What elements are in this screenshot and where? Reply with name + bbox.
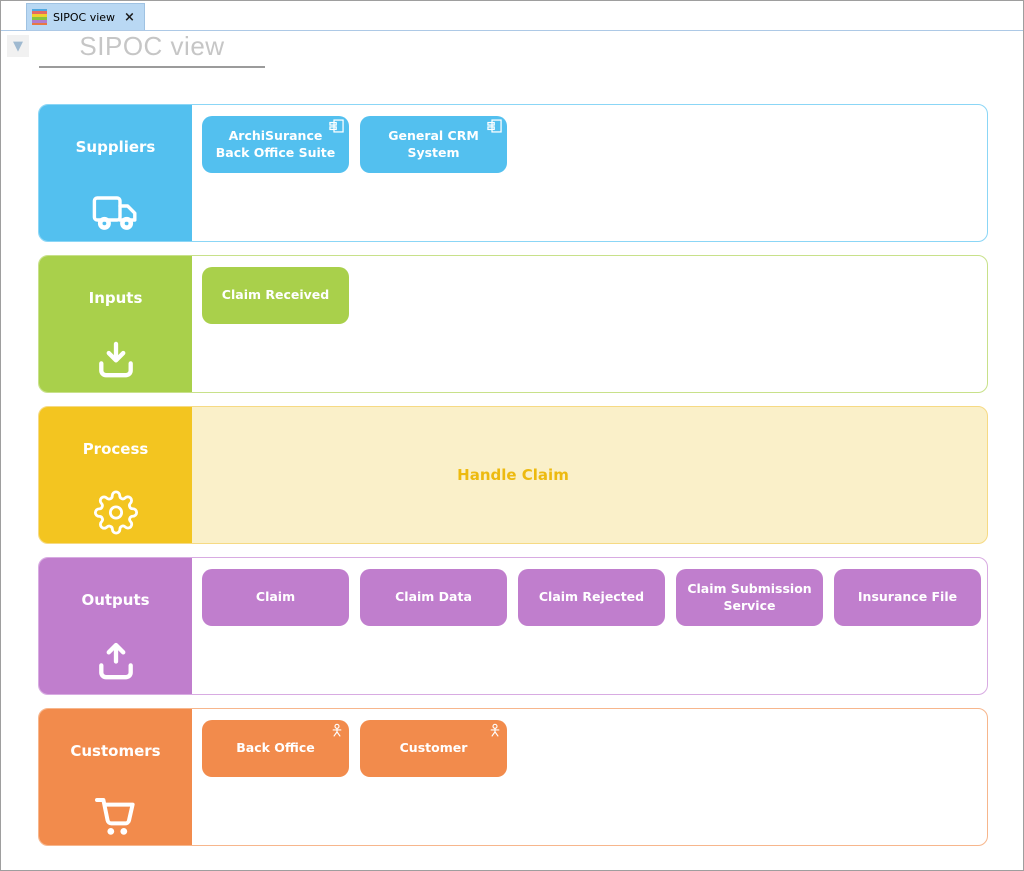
node-insurance-file[interactable]: Insurance File bbox=[834, 569, 981, 626]
tab-label: SIPOC view bbox=[53, 10, 116, 24]
inbox-upload-icon bbox=[92, 639, 139, 686]
node-label: Claim Rejected bbox=[538, 589, 645, 605]
actor-icon bbox=[330, 723, 344, 739]
close-icon[interactable]: × bbox=[124, 9, 135, 25]
lane-inputs[interactable]: Inputs Claim Received bbox=[38, 255, 988, 393]
node-claim-rejected[interactable]: Claim Rejected bbox=[518, 569, 665, 626]
node-label: Claim Submission Service bbox=[687, 581, 812, 613]
component-icon bbox=[329, 119, 344, 133]
node-claim-submission-service[interactable]: Claim Submission Service bbox=[676, 569, 823, 626]
lane-header-label: Outputs bbox=[81, 591, 150, 609]
node-label: Claim Received bbox=[221, 287, 330, 303]
lane-outputs[interactable]: Outputs Claim Claim Data Claim Rejected Clai… bbox=[38, 557, 988, 695]
component-icon bbox=[487, 119, 502, 133]
view-title[interactable]: SIPOC view bbox=[39, 31, 265, 68]
lane-header-label: Inputs bbox=[88, 289, 143, 307]
lane-header-customers[interactable]: Customers bbox=[39, 709, 192, 845]
lane-suppliers[interactable]: Suppliers ArchiSurance Back Office Suite G… bbox=[38, 104, 988, 242]
inbox-download-icon bbox=[92, 337, 139, 384]
triangle-down-icon: ▼ bbox=[13, 38, 23, 54]
tab-bar: SIPOC view × bbox=[1, 1, 1023, 31]
node-archisurance-back-office-suite[interactable]: ArchiSurance Back Office Suite bbox=[202, 116, 349, 173]
colored-layers-icon bbox=[32, 8, 47, 26]
node-back-office[interactable]: Back Office bbox=[202, 720, 349, 777]
node-label: Insurance File bbox=[857, 589, 958, 605]
cart-icon bbox=[91, 793, 141, 837]
lane-header-process[interactable]: Process bbox=[39, 407, 192, 543]
truck-icon bbox=[90, 189, 142, 233]
actor-icon bbox=[488, 723, 502, 739]
lane-header-label: Customers bbox=[70, 742, 161, 760]
node-label: ArchiSurance Back Office Suite bbox=[215, 128, 336, 160]
node-label: Customer bbox=[399, 740, 468, 756]
node-label: Back Office bbox=[236, 740, 315, 756]
node-handle-claim[interactable]: Handle Claim bbox=[457, 466, 569, 484]
node-claim-received[interactable]: Claim Received bbox=[202, 267, 349, 324]
node-customer[interactable]: Customer bbox=[360, 720, 507, 777]
node-claim[interactable]: Claim bbox=[202, 569, 349, 626]
node-label: Claim Data bbox=[395, 589, 472, 605]
lane-header-label: Suppliers bbox=[75, 138, 156, 156]
node-general-crm-system[interactable]: General CRM System bbox=[360, 116, 507, 173]
tab-sipoc-view[interactable]: SIPOC view × bbox=[26, 3, 145, 30]
node-label: Claim bbox=[255, 589, 296, 605]
collapse-button[interactable]: ▼ bbox=[7, 35, 29, 57]
lane-header-inputs[interactable]: Inputs bbox=[39, 256, 192, 392]
lane-header-label: Process bbox=[82, 440, 149, 458]
gear-icon bbox=[93, 490, 138, 535]
lane-customers[interactable]: Customers Back Office Customer bbox=[38, 708, 988, 846]
lane-header-outputs[interactable]: Outputs bbox=[39, 558, 192, 694]
node-claim-data[interactable]: Claim Data bbox=[360, 569, 507, 626]
lane-header-suppliers[interactable]: Suppliers bbox=[39, 105, 192, 241]
node-label: General CRM System bbox=[388, 128, 479, 160]
